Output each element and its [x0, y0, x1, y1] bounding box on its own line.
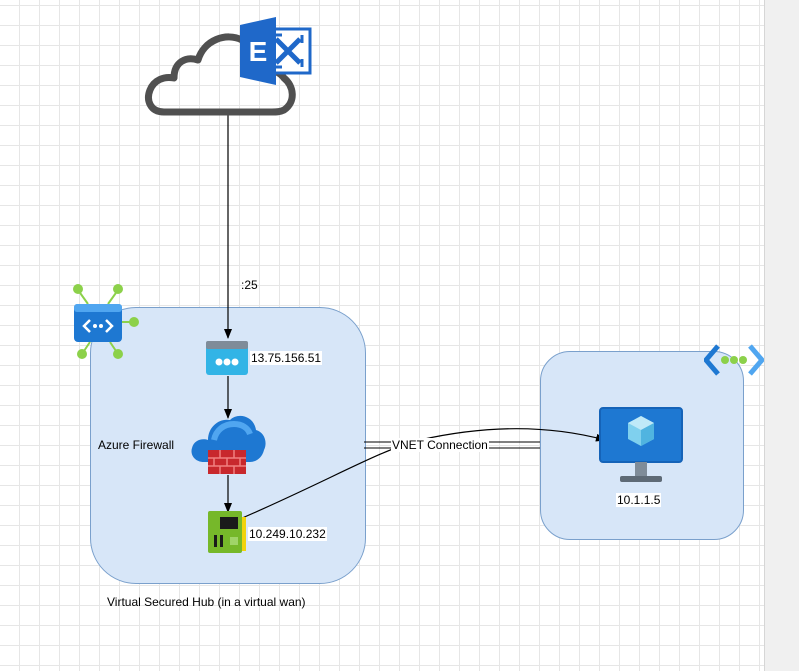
azure-firewall-icon[interactable]	[190, 410, 266, 476]
exchange-letter: E	[249, 36, 268, 67]
port-label: :25	[241, 278, 258, 292]
exchange-icon[interactable]: E	[240, 17, 312, 85]
public-ip-icon[interactable]	[206, 341, 248, 375]
virtual-network-icon[interactable]	[704, 342, 764, 378]
firewall-label: Azure Firewall	[98, 438, 175, 452]
format-panel-edge	[764, 0, 799, 671]
virtual-wan-icon[interactable]	[68, 282, 140, 362]
virtual-machine-icon[interactable]	[598, 406, 684, 486]
hub-caption: Virtual Secured Hub (in a virtual wan)	[107, 595, 306, 609]
vnet-connection-label: VNET Connection	[391, 438, 489, 452]
public-ip-address: 13.75.156.51	[250, 351, 323, 365]
vm-ip-address: 10.1.1.5	[616, 493, 662, 507]
private-ip-address: 10.249.10.232	[248, 527, 327, 541]
network-interface-icon[interactable]	[208, 511, 246, 553]
